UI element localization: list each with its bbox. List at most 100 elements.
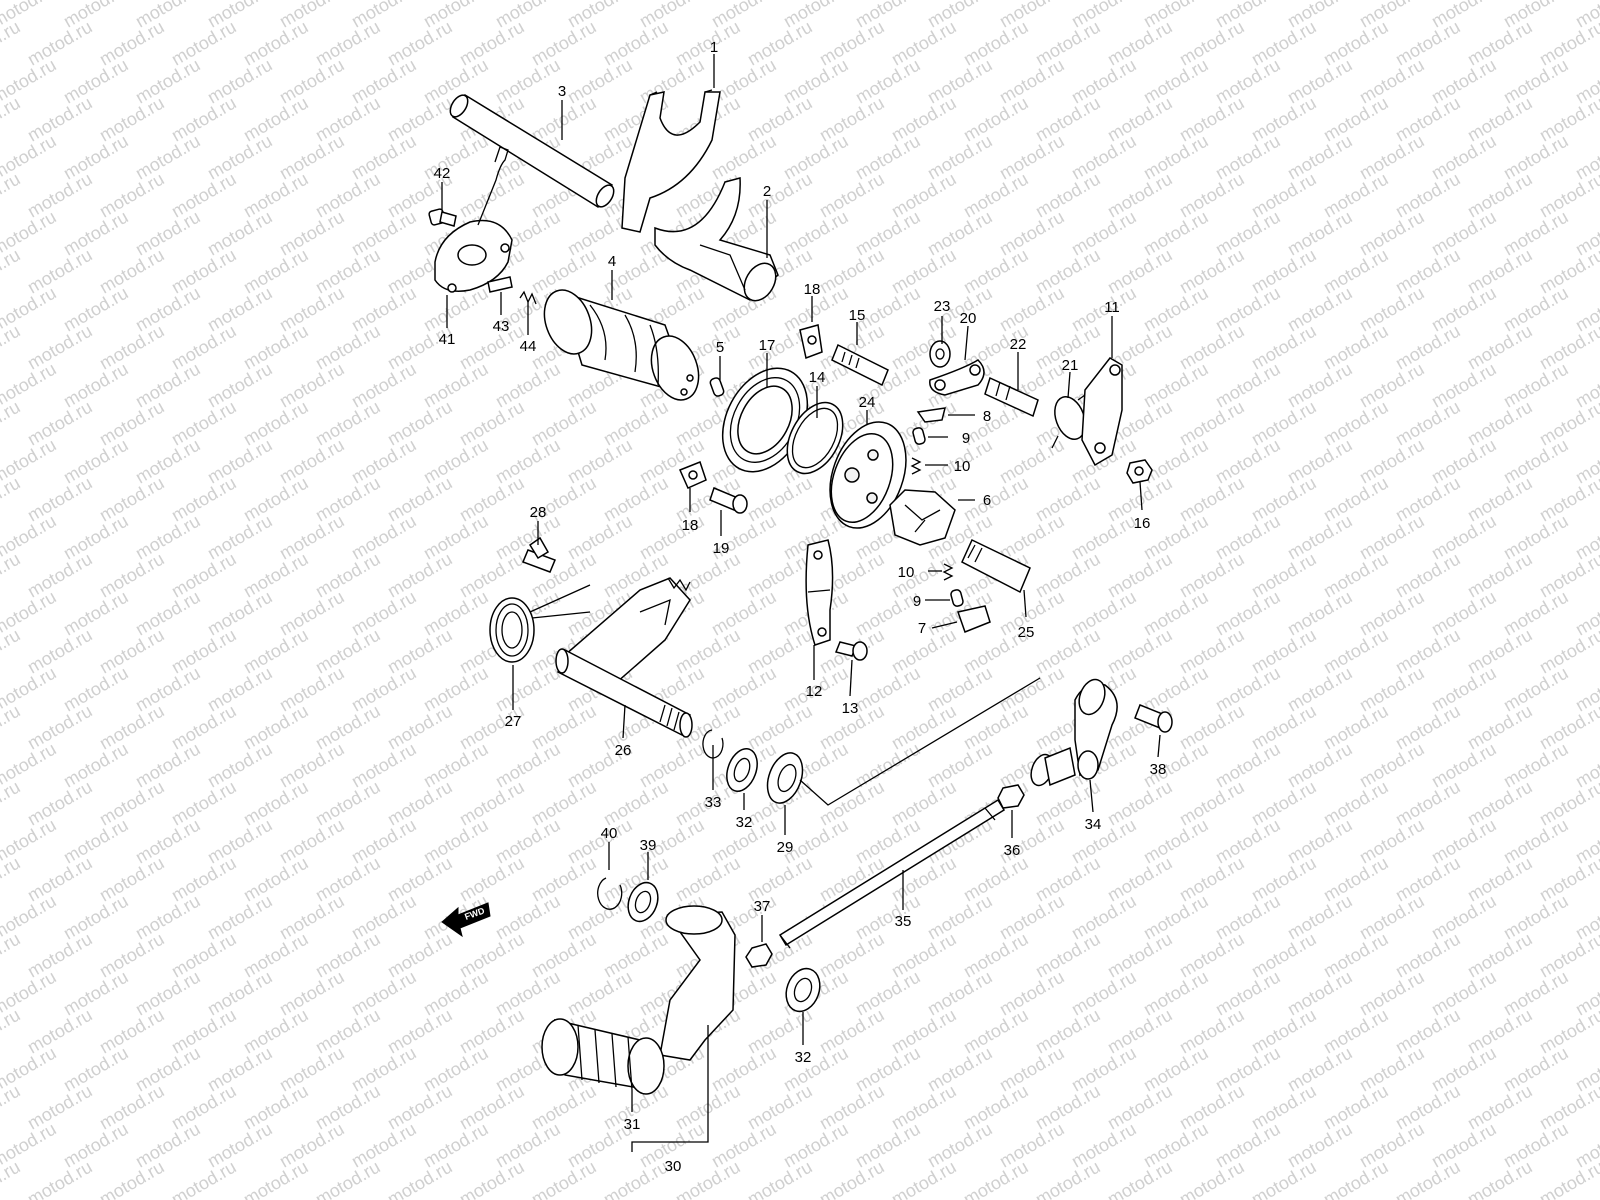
watermark-text: motod.ru bbox=[672, 625, 744, 678]
watermark-text: motod.ru bbox=[204, 1043, 276, 1096]
watermark-text: motod.ru bbox=[1500, 55, 1572, 108]
watermark-text: motod.ru bbox=[132, 131, 204, 184]
watermark-text: motod.ru bbox=[1500, 739, 1572, 792]
watermark-text: motod.ru bbox=[924, 1043, 996, 1096]
watermark-text: motod.ru bbox=[996, 891, 1068, 944]
watermark-text: motod.ru bbox=[1032, 1157, 1104, 1200]
watermark-text: motod.ru bbox=[276, 815, 348, 868]
watermark-text: motod.ru bbox=[1032, 93, 1104, 146]
callout-16: 16 bbox=[1134, 515, 1151, 532]
watermark-text: motod.ru bbox=[1248, 853, 1320, 906]
watermark-text: motod.ru bbox=[1176, 397, 1248, 450]
watermark-text: motod.ru bbox=[1248, 1005, 1320, 1058]
part-screw-19 bbox=[709, 486, 748, 514]
callout-20: 20 bbox=[960, 310, 977, 327]
watermark-text: motod.ru bbox=[96, 321, 168, 374]
watermark-text: motod.ru bbox=[204, 511, 276, 564]
watermark-text: motod.ru bbox=[276, 1195, 348, 1200]
watermark-text: motod.ru bbox=[1248, 17, 1320, 70]
part-bolt-25 bbox=[961, 538, 1031, 594]
watermark-text: motod.ru bbox=[96, 625, 168, 678]
watermark-text: motod.ru bbox=[0, 777, 24, 830]
part-shift-fork-upper bbox=[621, 89, 721, 233]
watermark-text: motod.ru bbox=[276, 739, 348, 792]
watermark-text: motod.ru bbox=[1140, 131, 1212, 184]
watermark-text: motod.ru bbox=[1356, 815, 1428, 868]
watermark-text: motod.ru bbox=[1032, 169, 1104, 222]
watermark-text: motod.ru bbox=[600, 473, 672, 526]
watermark-text: motod.ru bbox=[24, 93, 96, 146]
callout-21: 21 bbox=[1062, 357, 1079, 374]
watermark-text: motod.ru bbox=[276, 891, 348, 944]
watermark-text: motod.ru bbox=[1284, 967, 1356, 1020]
watermark-text: motod.ru bbox=[1284, 1119, 1356, 1172]
watermark-text: motod.ru bbox=[1248, 1157, 1320, 1200]
watermark-text: motod.ru bbox=[888, 169, 960, 222]
watermark-text: motod.ru bbox=[1356, 967, 1428, 1020]
watermark-text: motod.ru bbox=[96, 17, 168, 70]
callout-4: 4 bbox=[608, 253, 616, 270]
watermark-text: motod.ru bbox=[24, 1005, 96, 1058]
watermark-text: motod.ru bbox=[168, 245, 240, 298]
watermark-text: motod.ru bbox=[1032, 1005, 1104, 1058]
watermark-text: motod.ru bbox=[1068, 967, 1140, 1020]
watermark-text: motod.ru bbox=[384, 1081, 456, 1134]
watermark-text: motod.ru bbox=[744, 1157, 816, 1200]
watermark-text: motod.ru bbox=[1104, 93, 1176, 146]
watermark-text: motod.ru bbox=[204, 359, 276, 412]
watermark-text: motod.ru bbox=[1536, 321, 1600, 374]
watermark-text: motod.ru bbox=[1248, 929, 1320, 982]
watermark-text: motod.ru bbox=[60, 283, 132, 336]
watermark-text: motod.ru bbox=[1320, 1005, 1392, 1058]
callout-44: 44 bbox=[520, 338, 537, 355]
watermark-text: motod.ru bbox=[1464, 17, 1536, 70]
watermark-text: motod.ru bbox=[240, 473, 312, 526]
watermark-text: motod.ru bbox=[1536, 93, 1600, 146]
watermark-text: motod.ru bbox=[168, 1081, 240, 1134]
watermark-text: motod.ru bbox=[1320, 321, 1392, 374]
watermark-text: motod.ru bbox=[492, 435, 564, 488]
callout-41: 41 bbox=[439, 331, 456, 348]
watermark-text: motod.ru bbox=[1212, 435, 1284, 488]
watermark-text: motod.ru bbox=[888, 245, 960, 298]
part-washer-32-lower bbox=[785, 967, 821, 1013]
watermark-text: motod.ru bbox=[780, 131, 852, 184]
callout-8: 8 bbox=[983, 408, 991, 425]
callout-14: 14 bbox=[809, 369, 826, 386]
watermark-text: motod.ru bbox=[312, 929, 384, 982]
watermark-text: motod.ru bbox=[1464, 1157, 1536, 1200]
part-pedal-rubber-31 bbox=[541, 1018, 665, 1095]
watermark-text: motod.ru bbox=[996, 131, 1068, 184]
watermark-text: motod.ru bbox=[744, 625, 816, 678]
watermark-text: motod.ru bbox=[1032, 853, 1104, 906]
watermark-text: motod.ru bbox=[1284, 739, 1356, 792]
watermark-text: motod.ru bbox=[888, 929, 960, 982]
watermark-text: motod.ru bbox=[1032, 245, 1104, 298]
part-pivot-bolt-22 bbox=[984, 376, 1039, 418]
watermark-text: motod.ru bbox=[132, 359, 204, 412]
watermark-text: motod.ru bbox=[60, 663, 132, 716]
watermark-text: motod.ru bbox=[384, 929, 456, 982]
watermark-text: motod.ru bbox=[1248, 93, 1320, 146]
callout-35: 35 bbox=[895, 913, 912, 930]
watermark-text: motod.ru bbox=[852, 1195, 924, 1200]
watermark-text: motod.ru bbox=[1500, 663, 1572, 716]
watermark-text: motod.ru bbox=[24, 245, 96, 298]
watermark-text: motod.ru bbox=[1320, 929, 1392, 982]
watermark-text: motod.ru bbox=[1212, 1195, 1284, 1200]
watermark-text: motod.ru bbox=[312, 1005, 384, 1058]
watermark-text: motod.ru bbox=[492, 55, 564, 108]
watermark-text: motod.ru bbox=[312, 169, 384, 222]
watermark-text: motod.ru bbox=[132, 283, 204, 336]
watermark-text: motod.ru bbox=[24, 777, 96, 830]
watermark-text: motod.ru bbox=[996, 55, 1068, 108]
watermark-text: motod.ru bbox=[1284, 435, 1356, 488]
part-gearshift-shaft-26 bbox=[555, 577, 693, 738]
watermark-text: motod.ru bbox=[1140, 1119, 1212, 1172]
watermark-text: motod.ru bbox=[1104, 929, 1176, 982]
part-washer-32-upper bbox=[726, 748, 758, 792]
watermark-text: motod.ru bbox=[852, 207, 924, 260]
watermark-text: motod.ru bbox=[60, 967, 132, 1020]
watermark-text: motod.ru bbox=[564, 891, 636, 944]
